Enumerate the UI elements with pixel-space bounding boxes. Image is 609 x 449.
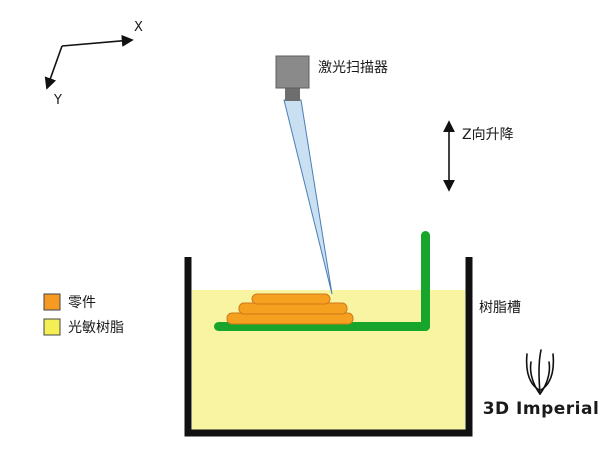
scanner-stem	[285, 86, 300, 101]
x-axis-arrow	[61, 34, 134, 47]
scanner-label: 激光扫描器	[318, 59, 388, 76]
x-axis-label: X	[134, 20, 143, 35]
z-lift: Z向升降	[443, 120, 514, 192]
legend: 零件 光敏树脂	[43, 293, 124, 336]
part-layer-middle	[238, 302, 348, 315]
legend-resin-swatch	[43, 318, 61, 336]
z-lift-label: Z向升降	[462, 127, 514, 143]
logo-text: 3D Imperial	[483, 399, 600, 419]
resin-tank-walls	[184, 257, 473, 437]
laser-beam	[283, 99, 333, 295]
coordinate-axes: X Y	[44, 20, 143, 108]
y-axis-arrow	[44, 45, 63, 90]
platform-lift-arm	[421, 231, 430, 331]
scanner-box	[275, 55, 310, 89]
logo: 3D Imperial	[483, 349, 600, 419]
y-axis-label: Y	[53, 93, 62, 108]
part-layer-top	[251, 293, 331, 305]
printed-part	[226, 293, 354, 325]
laser-scanner: 激光扫描器	[275, 55, 388, 101]
legend-resin-label: 光敏树脂	[68, 320, 124, 336]
legend-part-swatch	[43, 293, 61, 311]
part-layer-bottom	[226, 312, 354, 325]
tank-label: 树脂槽	[479, 300, 521, 316]
logo-flourish-icon	[525, 349, 555, 395]
legend-part-label: 零件	[68, 295, 96, 311]
